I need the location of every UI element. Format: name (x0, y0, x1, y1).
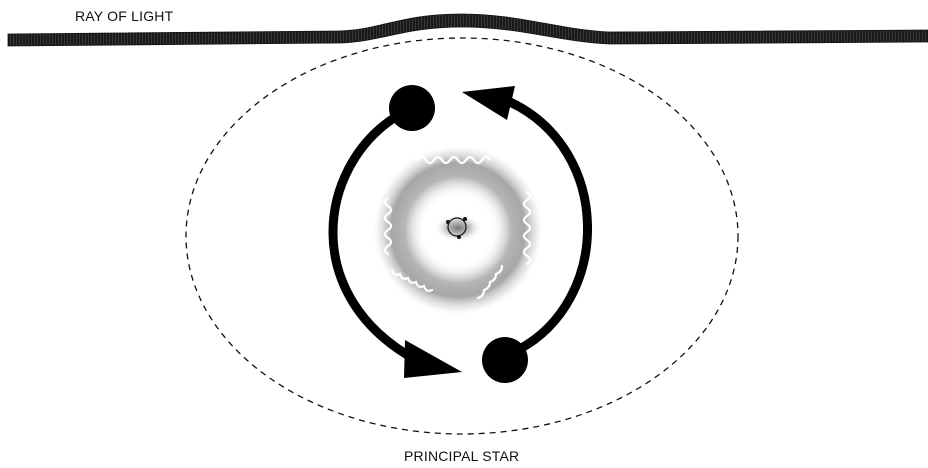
central-orbit-body-2 (463, 217, 467, 221)
principal-star-label: PRINCIPAL STAR (404, 448, 519, 464)
arrowhead-left-icon (404, 340, 462, 378)
ray-of-light-label: RAY OF LIGHT (75, 8, 173, 24)
central-orbit-body-3 (457, 235, 461, 239)
orbiting-body-top (389, 85, 435, 131)
arrowhead-right-icon (462, 86, 515, 120)
central-orbit-body-1 (446, 220, 450, 224)
central-star (434, 214, 482, 242)
orbiting-body-bottom (482, 337, 528, 383)
